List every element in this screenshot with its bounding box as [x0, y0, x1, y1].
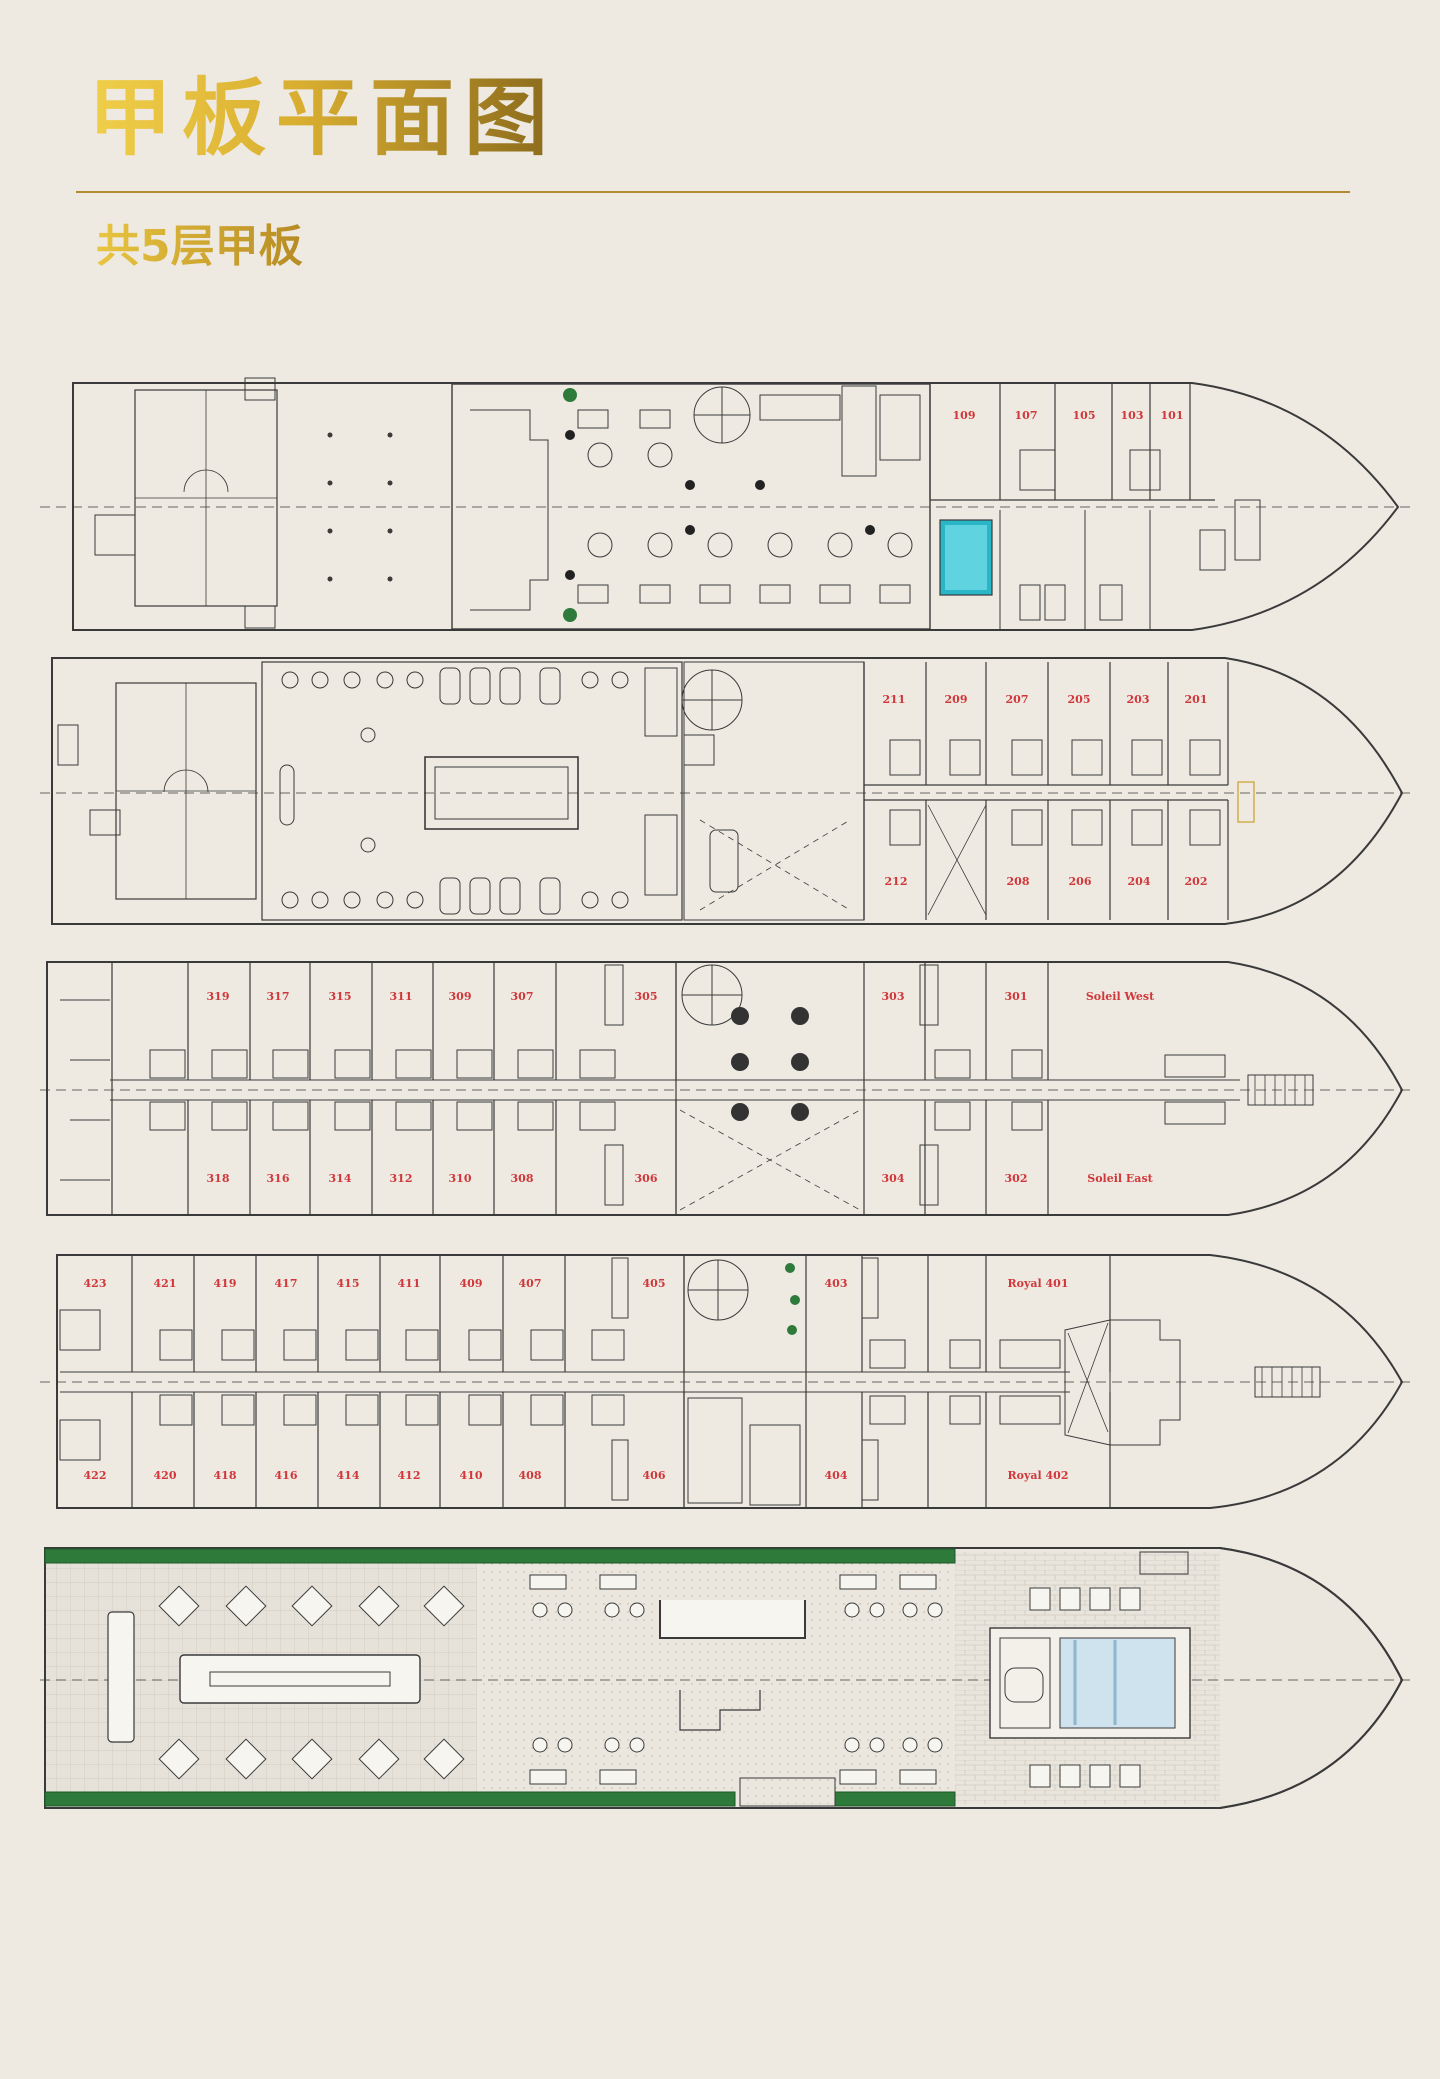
deck-3-room-numbers: 319 317 315 311 309 307 305 303 301 Sole… — [207, 990, 1156, 1185]
room-number: 406 — [643, 1469, 666, 1482]
room-number: 312 — [390, 1172, 413, 1185]
room-number: 208 — [1007, 875, 1030, 888]
page-title: 甲板平面图 — [88, 69, 559, 167]
room-number: 303 — [882, 990, 905, 1003]
room-number: 314 — [329, 1172, 352, 1185]
suite-name: Soleil West — [1086, 990, 1155, 1003]
room-number: 407 — [519, 1277, 542, 1290]
room-number: 205 — [1068, 693, 1091, 706]
deck-2-room-numbers: 211 209 207 205 203 201 212 208 206 204 … — [883, 693, 1208, 888]
room-number: 305 — [635, 990, 658, 1003]
room-number: 207 — [1006, 693, 1029, 706]
room-number: 202 — [1185, 875, 1208, 888]
room-number: 422 — [84, 1469, 107, 1482]
room-number: 311 — [390, 990, 413, 1003]
room-number: 301 — [1005, 990, 1028, 1003]
room-number: 315 — [329, 990, 352, 1003]
room-number: 410 — [460, 1469, 483, 1482]
room-number: 209 — [945, 693, 968, 706]
room-number: 103 — [1121, 409, 1144, 422]
room-number: 416 — [275, 1469, 298, 1482]
room-number: 204 — [1128, 875, 1151, 888]
room-number: 302 — [1005, 1172, 1028, 1185]
room-number: 206 — [1069, 875, 1092, 888]
deck-4-plan — [40, 1254, 1410, 1509]
room-number: 317 — [267, 990, 290, 1003]
room-number: 420 — [154, 1469, 177, 1482]
room-number: 307 — [511, 990, 534, 1003]
room-number: 212 — [885, 875, 908, 888]
room-number: 421 — [154, 1277, 177, 1290]
room-number: 418 — [214, 1469, 237, 1482]
room-number: 310 — [449, 1172, 472, 1185]
deck-4-room-numbers: 423 421 419 417 415 411 409 407 405 403 … — [84, 1277, 1069, 1482]
room-number: 306 — [635, 1172, 658, 1185]
room-number: 319 — [207, 990, 230, 1003]
room-number: 403 — [825, 1277, 848, 1290]
room-number: 414 — [337, 1469, 360, 1482]
room-number: 211 — [883, 693, 906, 706]
room-number: 304 — [882, 1172, 905, 1185]
room-number: 408 — [519, 1469, 542, 1482]
room-number: 203 — [1127, 693, 1150, 706]
room-number: 409 — [460, 1277, 483, 1290]
room-number: 412 — [398, 1469, 421, 1482]
deck-2-plan — [40, 657, 1410, 925]
room-number: 201 — [1185, 693, 1208, 706]
room-number: 107 — [1015, 409, 1038, 422]
room-number: 411 — [398, 1277, 421, 1290]
room-number: 101 — [1161, 409, 1184, 422]
title-divider — [76, 191, 1350, 193]
page-subtitle: 共5层甲板 — [96, 221, 303, 272]
deck-1-room-numbers: 109 107 105 103 101 — [953, 409, 1184, 422]
suite-name: Soleil East — [1087, 1172, 1153, 1185]
deck-3-plan — [40, 961, 1410, 1216]
room-number: 105 — [1073, 409, 1096, 422]
deck-1-plan — [40, 377, 1410, 631]
room-number: 109 — [953, 409, 976, 422]
room-number: 309 — [449, 990, 472, 1003]
room-number: 419 — [214, 1277, 237, 1290]
deck-5-plan — [40, 1547, 1410, 1809]
room-number: 417 — [275, 1277, 298, 1290]
room-number: 308 — [511, 1172, 534, 1185]
room-number: 405 — [643, 1277, 666, 1290]
room-number: 318 — [207, 1172, 230, 1185]
room-number: 423 — [84, 1277, 107, 1290]
room-number: 415 — [337, 1277, 360, 1290]
room-number: 404 — [825, 1469, 848, 1482]
suite-name: Royal 401 — [1008, 1277, 1069, 1290]
room-number: 316 — [267, 1172, 290, 1185]
suite-name: Royal 402 — [1008, 1469, 1069, 1482]
